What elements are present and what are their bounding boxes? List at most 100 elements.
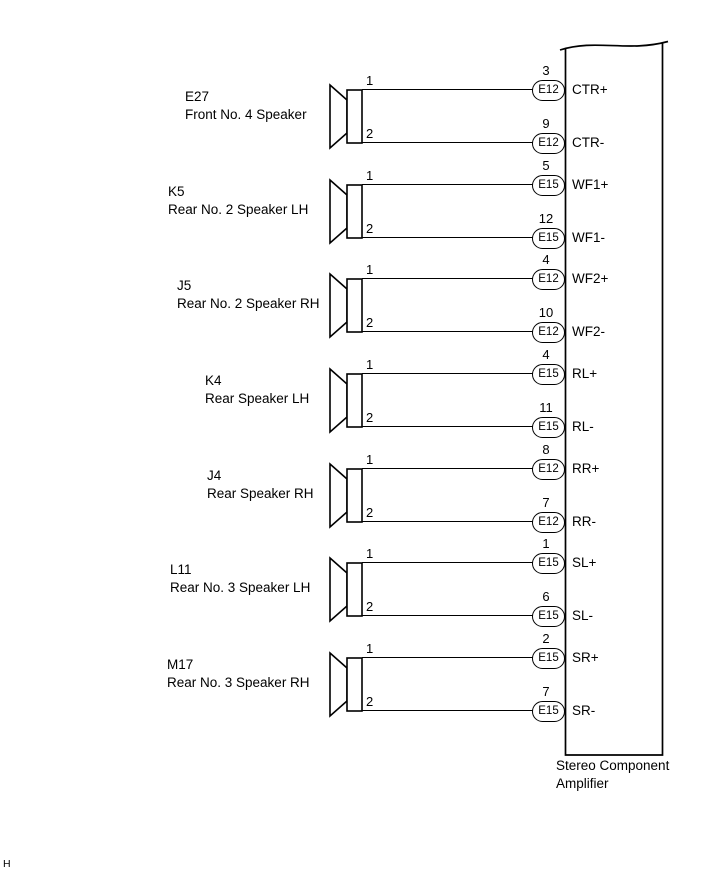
page-corner-mark: H	[3, 858, 11, 870]
speaker-magnet	[346, 657, 363, 712]
speaker-icon	[329, 462, 363, 529]
speaker-pin-number: 2	[366, 599, 374, 614]
speaker-pin-number: 1	[366, 73, 374, 88]
speaker-row: E27 Front No. 4 Speaker 1 2 3 9 E12 E12 …	[0, 63, 713, 164]
connector-pin-number: 8	[542, 442, 550, 457]
speaker-pin-number: 2	[366, 315, 374, 330]
speaker-pin-number: 1	[366, 357, 374, 372]
amplifier-label: Stereo Component Amplifier	[556, 757, 669, 793]
speaker-pin-number: 2	[366, 694, 374, 709]
speaker-cone	[329, 651, 348, 718]
speaker-code: K4	[205, 373, 222, 388]
speaker-cone	[329, 83, 348, 150]
signal-label: SR+	[572, 650, 599, 665]
wire	[362, 184, 534, 185]
speaker-name: Rear No. 2 Speaker RH	[177, 296, 320, 311]
speaker-cone	[329, 272, 348, 339]
speaker-icon	[329, 178, 363, 245]
connector-badge: E12	[532, 80, 565, 101]
connector-badge: E12	[532, 459, 565, 480]
wire	[362, 562, 534, 563]
speaker-pin-number: 2	[366, 410, 374, 425]
speaker-row: J4 Rear Speaker RH 1 2 8 7 E12 E12 RR+ R…	[0, 442, 713, 543]
speaker-code: K5	[168, 184, 185, 199]
speaker-name: Rear Speaker LH	[205, 391, 310, 406]
connector-pin-number: 7	[542, 684, 550, 699]
connector-badge: E15	[532, 364, 565, 385]
connector-badge: E12	[532, 269, 565, 290]
speaker-name: Rear No. 2 Speaker LH	[168, 202, 309, 217]
signal-label: SR-	[572, 703, 596, 718]
wire	[362, 278, 534, 279]
connector-badge: E15	[532, 701, 565, 722]
signal-label: SL-	[572, 608, 594, 623]
speaker-cone	[329, 462, 348, 529]
speaker-magnet	[346, 89, 363, 144]
speaker-name: Rear No. 3 Speaker LH	[170, 580, 311, 595]
speaker-row: L11 Rear No. 3 Speaker LH 1 2 1 6 E15 E1…	[0, 536, 713, 637]
speaker-pin-number: 2	[366, 126, 374, 141]
connector-badge: E15	[532, 417, 565, 438]
speaker-pin-number: 2	[366, 505, 374, 520]
speaker-pin-number: 1	[366, 168, 374, 183]
connector-badge: E12	[532, 512, 565, 533]
speaker-row: J5 Rear No. 2 Speaker RH 1 2 4 10 E12 E1…	[0, 252, 713, 353]
speaker-magnet	[346, 278, 363, 333]
speaker-code: E27	[185, 89, 210, 104]
speaker-icon	[329, 556, 363, 623]
wire	[362, 657, 534, 658]
wire	[362, 331, 534, 332]
speaker-row: M17 Rear No. 3 Speaker RH 1 2 2 7 E15 E1…	[0, 631, 713, 732]
connector-pin-number: 7	[542, 495, 550, 510]
connector-pin-number: 11	[539, 400, 553, 415]
connector-pin-number: 10	[538, 305, 554, 320]
speaker-cone	[329, 556, 348, 623]
signal-label: WF2+	[572, 271, 609, 286]
connector-pin-number: 9	[542, 116, 550, 131]
connector-pin-number: 12	[538, 211, 554, 226]
signal-label: CTR-	[572, 135, 605, 150]
connector-pin-number: 3	[542, 63, 550, 78]
speaker-code: J5	[177, 278, 192, 293]
wire	[362, 426, 534, 427]
signal-label: RL-	[572, 419, 594, 434]
wire	[362, 521, 534, 522]
connector-pin-number: 6	[542, 589, 550, 604]
connector-badge: E15	[532, 175, 565, 196]
speaker-pin-number: 1	[366, 641, 374, 656]
speaker-pin-number: 2	[366, 221, 374, 236]
speaker-icon	[329, 83, 363, 150]
connector-pin-number: 4	[542, 252, 550, 267]
speaker-row: K5 Rear No. 2 Speaker LH 1 2 5 12 E15 E1…	[0, 158, 713, 259]
speaker-magnet	[346, 468, 363, 523]
signal-label: WF1+	[572, 177, 609, 192]
speaker-name: Rear No. 3 Speaker RH	[167, 675, 310, 690]
speaker-magnet	[346, 184, 363, 239]
connector-badge: E15	[532, 648, 565, 669]
wire	[362, 710, 534, 711]
signal-label: WF2-	[572, 324, 605, 339]
signal-label: WF1-	[572, 230, 605, 245]
connector-pin-number: 5	[542, 158, 550, 173]
wire	[362, 237, 534, 238]
connector-pin-number: 2	[542, 631, 550, 646]
connector-badge: E12	[532, 322, 565, 343]
speaker-cone	[329, 178, 348, 245]
signal-label: RR-	[572, 514, 596, 529]
speaker-cone	[329, 367, 348, 434]
amplifier-label-line2: Amplifier	[556, 776, 609, 791]
connector-badge: E15	[532, 228, 565, 249]
signal-label: SL+	[572, 555, 597, 570]
speaker-code: L11	[170, 562, 192, 577]
speaker-icon	[329, 367, 363, 434]
speaker-magnet	[346, 562, 363, 617]
amplifier-torn-edge	[559, 40, 669, 51]
connector-badge: E15	[532, 553, 565, 574]
signal-label: RR+	[572, 461, 600, 476]
wire	[362, 142, 534, 143]
speaker-pin-number: 1	[366, 546, 374, 561]
connector-pin-number: 4	[542, 347, 550, 362]
wire	[362, 373, 534, 374]
